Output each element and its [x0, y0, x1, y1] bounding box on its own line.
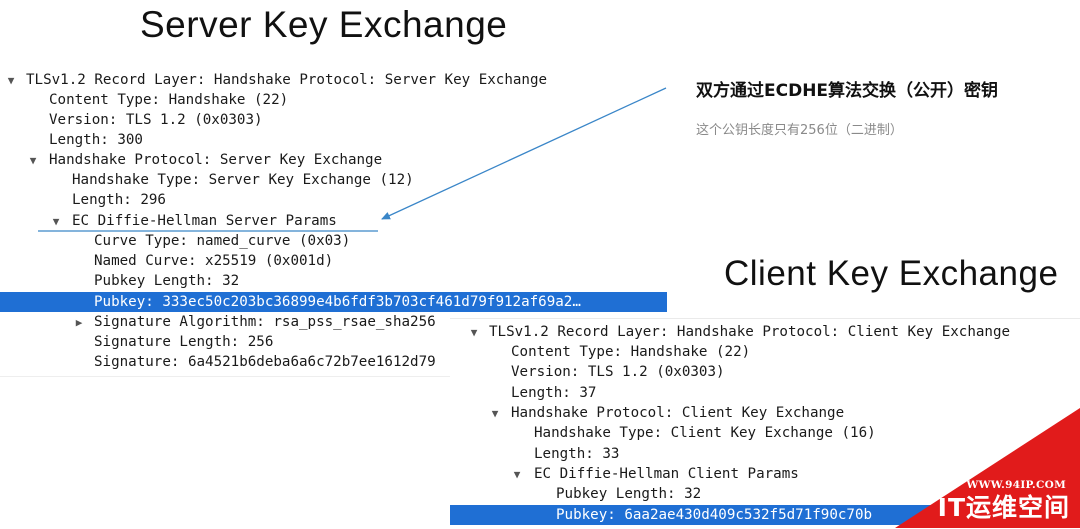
- collapse-triangle-icon[interactable]: ▼: [52, 215, 60, 228]
- tree-row-record-layer[interactable]: ▼ TLSv1.2 Record Layer: Handshake Protoco…: [0, 70, 667, 90]
- tree-row-version[interactable]: Version: TLS 1.2 (0x0303): [0, 110, 667, 130]
- collapse-triangle-icon[interactable]: ▼: [470, 326, 478, 339]
- collapse-triangle-icon[interactable]: ▼: [513, 468, 521, 481]
- tree-row-label: Handshake Type: Server Key Exchange (12): [72, 172, 414, 188]
- collapse-triangle-icon[interactable]: ▼: [29, 154, 37, 167]
- tree-row-label: Signature Algorithm: rsa_pss_rsae_sha256: [94, 314, 436, 330]
- tree-row-record-layer[interactable]: ▼ TLSv1.2 Record Layer: Handshake Protoco…: [450, 322, 1080, 342]
- tree-row-label: Length: 33: [534, 446, 620, 462]
- collapse-triangle-icon[interactable]: ▼: [7, 74, 15, 87]
- tree-row-label: Length: 296: [72, 192, 166, 208]
- tree-row-length[interactable]: Length: 300: [0, 130, 667, 150]
- tree-row-label: Length: 300: [49, 132, 143, 148]
- tree-row-version[interactable]: Version: TLS 1.2 (0x0303): [450, 362, 1080, 382]
- tree-row-label: Content Type: Handshake (22): [511, 344, 751, 360]
- tree-row-ec-params[interactable]: ▼ EC Diffie-Hellman Server Params: [0, 211, 667, 231]
- tree-row-ec-params[interactable]: ▼ EC Diffie-Hellman Client Params: [450, 464, 1080, 484]
- tree-row-label: TLSv1.2 Record Layer: Handshake Protocol…: [26, 72, 548, 88]
- tree-row-label: Pubkey: 333ec50c203bc36899e4b6fdf3b703cf…: [94, 294, 581, 310]
- watermark-logo: WWW.94IP.COM IT运维空间: [880, 398, 1080, 528]
- tree-row-content-type[interactable]: Content Type: Handshake (22): [0, 90, 667, 110]
- tree-row-length[interactable]: Length: 37: [450, 383, 1080, 403]
- tree-row-label: Handshake Type: Client Key Exchange (16): [534, 425, 876, 441]
- logo-name-text: IT运维空间: [937, 493, 1070, 522]
- expand-triangle-icon[interactable]: ▶: [75, 316, 83, 329]
- client-packet-details-tree: ▼ TLSv1.2 Record Layer: Handshake Protoco…: [450, 318, 1080, 529]
- tree-row-handshake-length[interactable]: Length: 33: [450, 444, 1080, 464]
- logo-red-triangle: [895, 408, 1080, 528]
- tree-row-signature[interactable]: Signature: 6a4521b6deba6a6c72b7ee1612d79: [0, 352, 667, 372]
- tree-row-label: Handshake Protocol: Server Key Exchange: [49, 152, 383, 168]
- logo-url-text: WWW.94IP.COM: [966, 479, 1066, 491]
- tree-row-handshake-protocol[interactable]: ▼ Handshake Protocol: Client Key Exchange: [450, 403, 1080, 423]
- tree-row-content-type[interactable]: Content Type: Handshake (22): [450, 342, 1080, 362]
- tree-row-label: Pubkey Length: 32: [556, 486, 702, 502]
- tree-row-pubkey-selected[interactable]: Pubkey: 333ec50c203bc36899e4b6fdf3b703cf…: [0, 292, 667, 312]
- server-key-exchange-title: Server Key Exchange: [140, 4, 508, 45]
- collapse-triangle-icon[interactable]: ▼: [491, 407, 499, 420]
- tree-row-named-curve[interactable]: Named Curve: x25519 (0x001d): [0, 251, 667, 271]
- tree-row-label: Content Type: Handshake (22): [49, 92, 289, 108]
- tree-row-curve-type[interactable]: Curve Type: named_curve (0x03): [0, 231, 667, 251]
- annotation-sub-text: 这个公钥长度只有256位（二进制）: [696, 123, 903, 138]
- tree-row-label: Curve Type: named_curve (0x03): [94, 233, 351, 249]
- tree-row-pubkey-length[interactable]: Pubkey Length: 32: [450, 484, 1080, 504]
- tree-row-label: Version: TLS 1.2 (0x0303): [511, 364, 725, 380]
- tree-row-label: Named Curve: x25519 (0x001d): [94, 253, 334, 269]
- tree-row-label: Signature: 6a4521b6deba6a6c72b7ee1612d79: [94, 354, 436, 370]
- tree-row-label: Handshake Protocol: Client Key Exchange: [511, 405, 845, 421]
- tree-row-label: Pubkey: 6aa2ae430d409c532f5d71f90c70b: [556, 507, 873, 523]
- tree-row-label: Signature Length: 256: [94, 334, 274, 350]
- annotation-main-text: 双方通过ECDHE算法交换（公开）密钥: [696, 81, 999, 101]
- tree-row-label: Pubkey Length: 32: [94, 273, 240, 289]
- tree-row-handshake-length[interactable]: Length: 296: [0, 190, 667, 210]
- tree-row-signature-algorithm[interactable]: ▶ Signature Algorithm: rsa_pss_rsae_sha25…: [0, 312, 667, 332]
- tree-row-label: EC Diffie-Hellman Client Params: [534, 466, 799, 482]
- tree-row-label: EC Diffie-Hellman Server Params: [72, 213, 337, 229]
- tree-row-label: Version: TLS 1.2 (0x0303): [49, 112, 263, 128]
- tree-row-label: Length: 37: [511, 385, 597, 401]
- client-key-exchange-title: Client Key Exchange: [724, 254, 1059, 293]
- tree-row-handshake-type[interactable]: Handshake Type: Server Key Exchange (12): [0, 170, 667, 190]
- tree-row-handshake-protocol[interactable]: ▼ Handshake Protocol: Server Key Exchange: [0, 150, 667, 170]
- tree-row-pubkey-length[interactable]: Pubkey Length: 32: [0, 271, 667, 291]
- tree-row-handshake-type[interactable]: Handshake Type: Client Key Exchange (16): [450, 423, 1080, 443]
- tree-row-signature-length[interactable]: Signature Length: 256: [0, 332, 667, 352]
- tree-row-label: TLSv1.2 Record Layer: Handshake Protocol…: [489, 324, 1011, 340]
